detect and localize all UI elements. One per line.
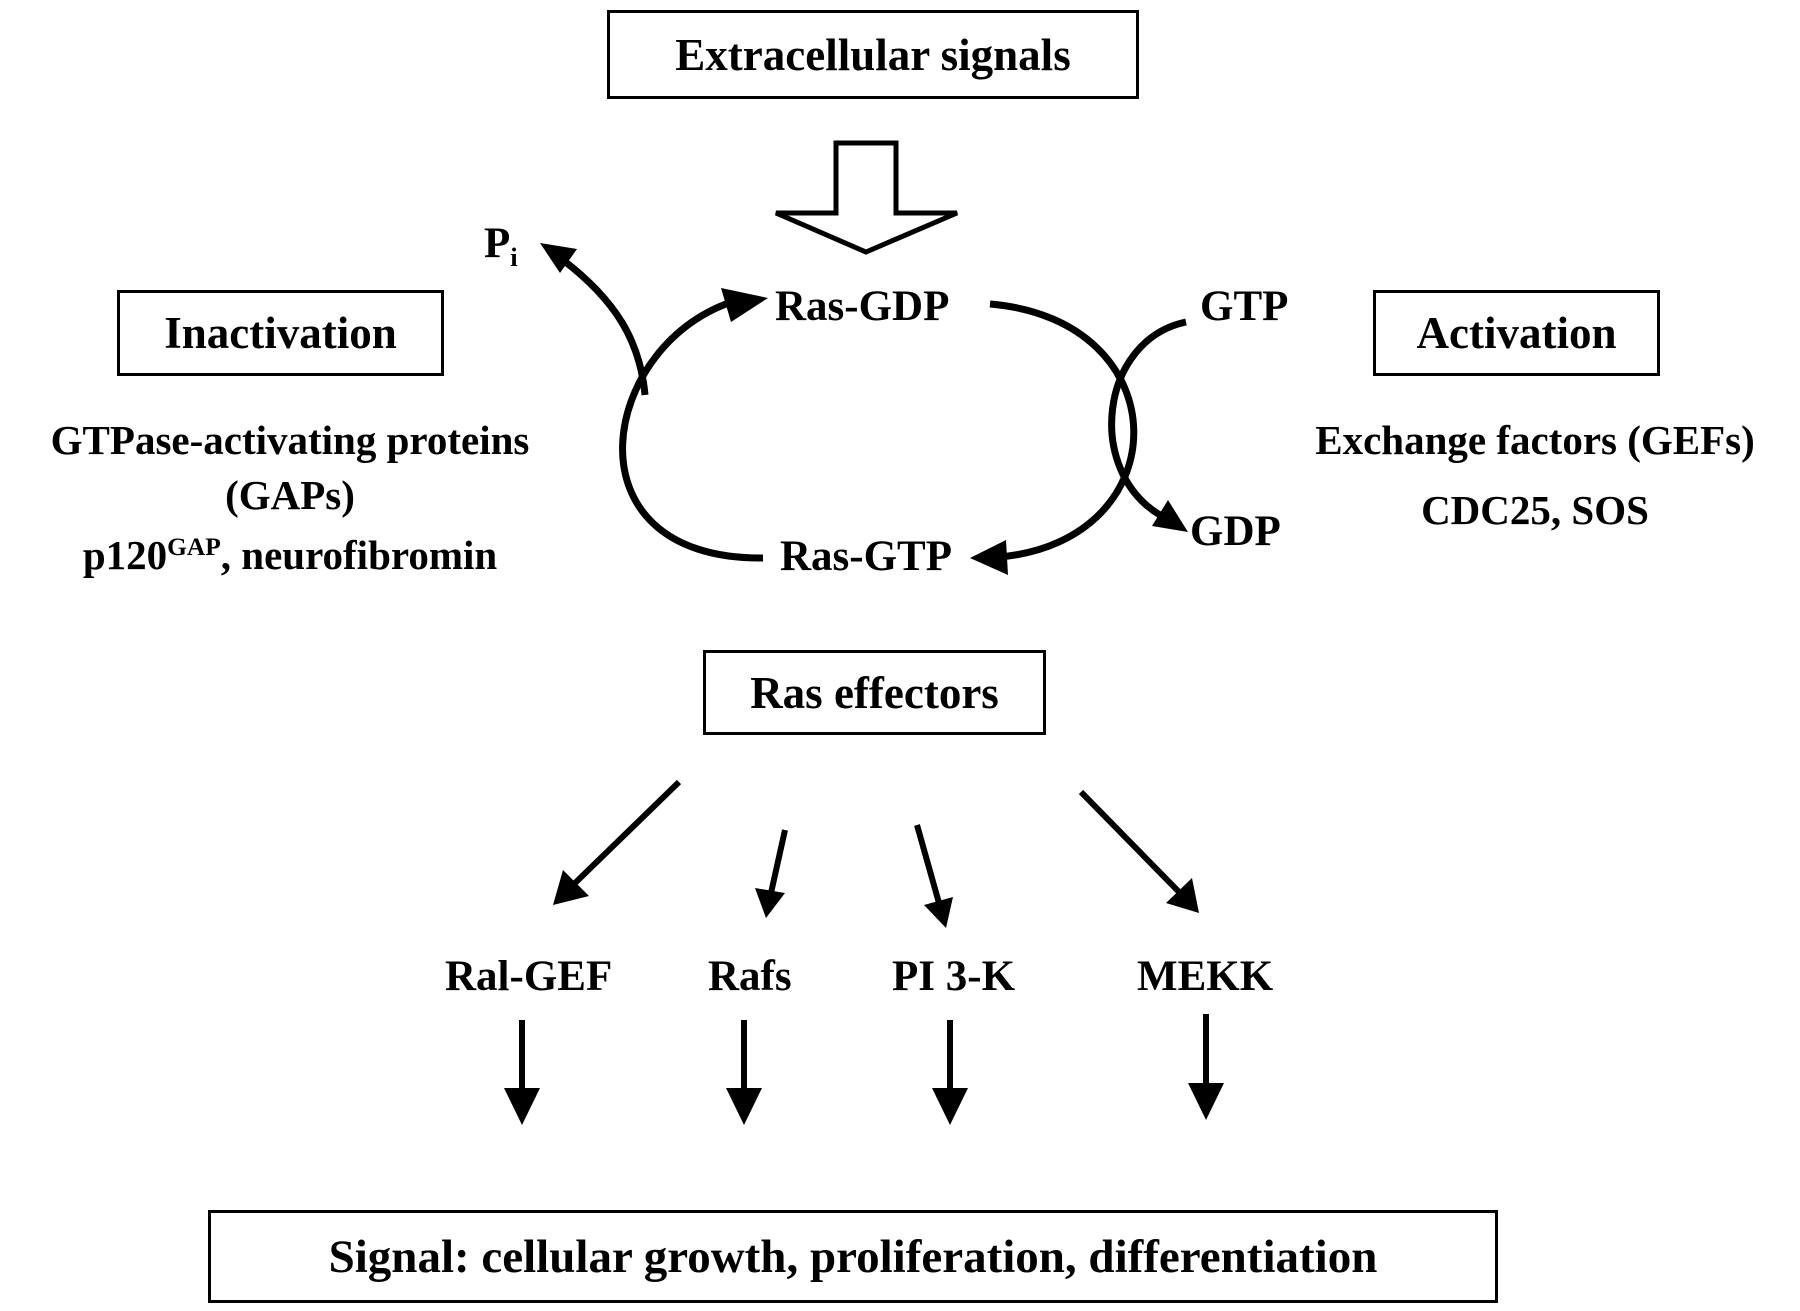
effector-mekk: MEKK [1137, 953, 1274, 1000]
effector-pi3k: PI 3-K [892, 953, 1016, 1000]
arrowhead-mekk [1166, 878, 1199, 913]
ras-effectors-box: Ras effectors [703, 650, 1046, 735]
ras-gdp-label: Ras-GDP [775, 283, 950, 330]
pi-main: P [484, 220, 511, 267]
arrow-to-mekk [1078, 789, 1183, 896]
activation-label: Activation [1416, 308, 1617, 358]
pi-release-arc [560, 257, 649, 396]
arrow-to-rafs [768, 829, 788, 894]
inactivation-box: Inactivation [117, 290, 444, 376]
pi-label: Pi [484, 220, 518, 271]
inactivation-label: Inactivation [164, 308, 397, 358]
ras-gtp-label: Ras-GTP [780, 533, 952, 580]
arrow-to-ral-gef [570, 779, 682, 888]
gef-exchange-arc [989, 300, 1138, 561]
pi-subscript: i [510, 242, 518, 273]
gtp-label: GTP [1200, 283, 1289, 330]
arrowhead-down-rafs [726, 1088, 762, 1125]
extracellular-signals-box: Extracellular signals [607, 10, 1139, 99]
arrowhead-to-pi [540, 243, 577, 273]
extracellular-signals-label: Extracellular signals [675, 29, 1071, 80]
arrowhead-to-ras-gdp [721, 288, 768, 322]
gap-superscript: GAP [167, 533, 221, 562]
arrowhead-pi3k [924, 897, 953, 928]
arrow-to-pi3k [914, 824, 942, 904]
arrowhead-to-gdp [1152, 500, 1188, 532]
gap-hydrolysis-arc [619, 296, 764, 562]
gefs-description-line2: CDC25, SOS [1421, 487, 1649, 533]
activation-box: Activation [1373, 290, 1660, 376]
signal-input-block-arrow [775, 140, 958, 255]
neurofibromin-suffix: , neurofibromin [220, 532, 498, 578]
gtp-gdp-exchange-arc [1108, 318, 1187, 518]
gaps-description-line3: p120GAP, neurofibromin [0, 532, 580, 578]
signal-outcome-box: Signal: cellular growth, proliferation, … [208, 1210, 1498, 1303]
ras-effectors-label: Ras effectors [750, 667, 999, 718]
gaps-description-line2: (GAPs) [225, 472, 355, 518]
effector-ral-gef: Ral-GEF [445, 953, 613, 1000]
arrowhead-down-ral-gef [504, 1088, 540, 1125]
gdp-label: GDP [1190, 508, 1281, 555]
gefs-description-line1: Exchange factors (GEFs) [1315, 417, 1755, 463]
effector-rafs: Rafs [708, 953, 792, 1000]
p120-prefix: p120 [82, 532, 168, 578]
arrowhead-ral-gef [553, 870, 589, 905]
arrowhead-down-mekk [1188, 1083, 1224, 1120]
arrowhead-down-pi3k [932, 1088, 968, 1125]
gaps-description-line1: GTPase-activating proteins [50, 417, 530, 463]
arrowhead-rafs [755, 888, 785, 918]
signal-outcome-label: Signal: cellular growth, proliferation, … [328, 1230, 1378, 1283]
arrowhead-to-ras-gtp [970, 540, 1008, 575]
